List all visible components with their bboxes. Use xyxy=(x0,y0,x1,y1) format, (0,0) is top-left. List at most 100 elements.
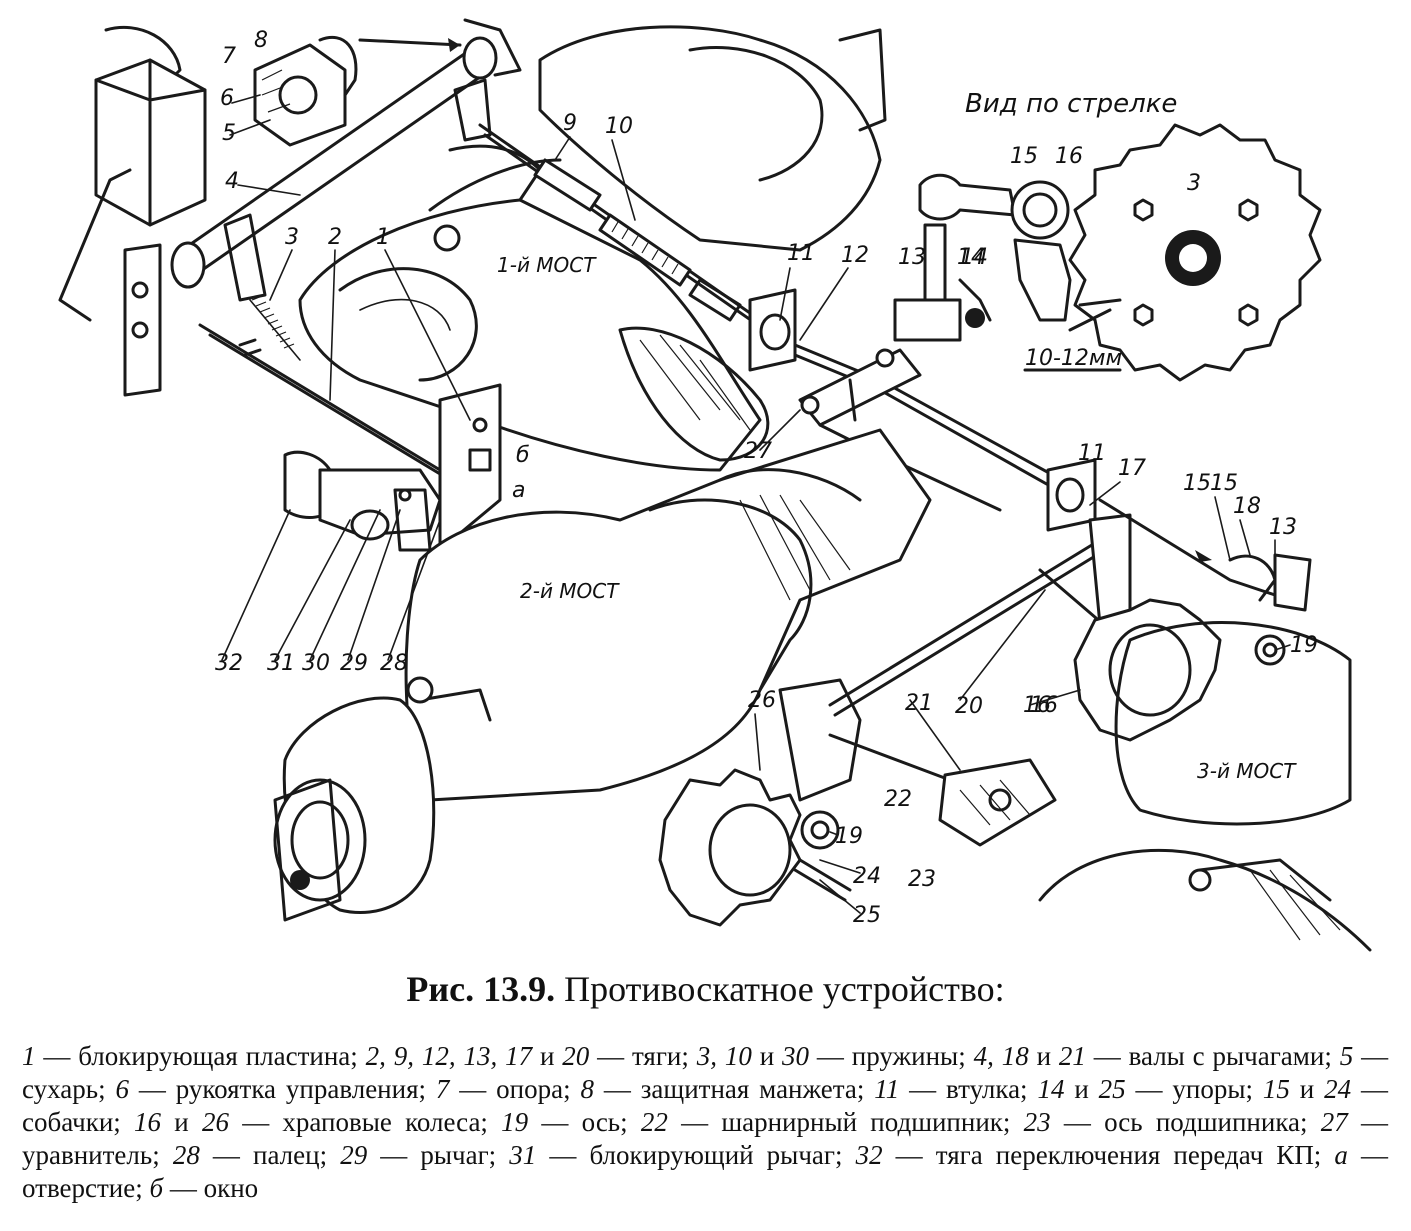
callout: 14 xyxy=(957,245,985,270)
legend-text: — храповые колеса; xyxy=(228,1107,502,1137)
callout: 19 xyxy=(835,824,863,849)
legend-text: — окно xyxy=(163,1173,259,1203)
figure-title: Противоскатное устройство: xyxy=(564,969,1005,1009)
figure-number: Рис. 13.9. xyxy=(406,969,556,1009)
callout: 30 xyxy=(302,651,330,676)
first-axle-housing xyxy=(298,25,887,472)
legend-text: и xyxy=(1289,1074,1325,1104)
callout: а xyxy=(512,478,525,503)
callout: 11 xyxy=(787,241,815,266)
third-axle-label: 3-й МОСТ xyxy=(1197,759,1297,783)
callout: 3 xyxy=(1187,171,1201,196)
second-axle-label: 2-й МОСТ xyxy=(520,579,620,603)
legend-num: 31 xyxy=(509,1140,537,1170)
legend-text: и xyxy=(1028,1041,1059,1071)
callout: 31 xyxy=(267,651,295,676)
callout: б xyxy=(516,443,530,468)
hinge-bearing-22-23 xyxy=(938,758,1057,847)
legend-text: — блокирующая пластина; xyxy=(35,1041,366,1071)
legend-num: б xyxy=(149,1173,164,1203)
rod-2-and-spring-3 xyxy=(198,295,452,482)
legend-text: — собачки; xyxy=(22,1074,1389,1137)
legend-text: — тяги; xyxy=(589,1041,697,1071)
legend-num: 29 xyxy=(340,1140,368,1170)
callout: 26 xyxy=(748,688,776,713)
callout: 2 xyxy=(328,225,342,250)
legend-num: 24 xyxy=(1324,1074,1352,1104)
legend-num: 19 xyxy=(501,1107,529,1137)
legend-text: и xyxy=(532,1041,563,1071)
callout: 15 xyxy=(1010,144,1038,169)
legend-text: — шарнирный подшипник; xyxy=(667,1107,1024,1137)
legend-text: — упоры; xyxy=(1125,1074,1263,1104)
legend-num: 30 xyxy=(782,1041,810,1071)
support-bearing-assembly xyxy=(253,35,358,147)
legend-num: 7 xyxy=(435,1074,450,1104)
legend-num: 32 xyxy=(855,1140,883,1170)
callout: 3 xyxy=(285,225,299,250)
legend-num: 22 xyxy=(640,1107,668,1137)
callout: 1 xyxy=(376,225,390,250)
legend-text: — рычаг; xyxy=(367,1140,510,1170)
callout: 13 xyxy=(1269,515,1297,540)
legend-text: и xyxy=(751,1041,783,1071)
legend-num: 27 xyxy=(1320,1107,1348,1137)
inset-ratchet-view xyxy=(893,123,1322,382)
legend-num: 15 xyxy=(1262,1074,1290,1104)
callout: 12 xyxy=(841,243,869,268)
legend-num: 11 xyxy=(874,1074,900,1104)
gap-dimension-label: 10-12мм xyxy=(1025,346,1122,371)
legend-num: 8 xyxy=(580,1074,594,1104)
callout: 32 xyxy=(215,651,243,676)
legend-num: 4, 18 xyxy=(973,1041,1029,1071)
callout: 9 xyxy=(563,111,577,136)
legend-text: и xyxy=(161,1107,202,1137)
callout: 18 xyxy=(1233,494,1261,519)
callout: 19 xyxy=(1290,633,1318,658)
legend-num: а xyxy=(1334,1140,1348,1170)
callout: 7 xyxy=(222,44,236,69)
callout: 24 xyxy=(853,864,881,889)
rod-9-spring-10 xyxy=(478,123,767,332)
control-handle-assembly xyxy=(58,25,207,397)
ratchet-26-dog-24-stop-25 xyxy=(658,678,862,927)
legend-num: 23 xyxy=(1023,1107,1051,1137)
legend-num: 21 xyxy=(1058,1041,1086,1071)
legend-text: — блокирующий рычаг; xyxy=(536,1140,856,1170)
legend-text: — рукоятка управления; xyxy=(128,1074,436,1104)
legend-text: — втулка; xyxy=(899,1074,1038,1104)
callout: 10 xyxy=(605,114,633,139)
legend-num: 16 xyxy=(134,1107,162,1137)
callout: 16 xyxy=(1023,693,1051,718)
callout: 13 xyxy=(898,245,926,270)
shaft-4 xyxy=(170,18,522,302)
legend-num: 28 xyxy=(172,1140,200,1170)
blocking-lever-group xyxy=(283,383,502,552)
callout: 20 xyxy=(955,694,983,719)
legend-text: — ось; xyxy=(528,1107,641,1137)
legend-num: 1 xyxy=(22,1041,36,1071)
callout: 23 xyxy=(908,867,936,892)
callout: 4 xyxy=(225,169,239,194)
legend-num: 26 xyxy=(201,1107,229,1137)
second-axle-housing xyxy=(273,428,932,922)
callout: 16 xyxy=(1055,144,1083,169)
view-by-arrow-label: Вид по стрелке xyxy=(965,89,1177,119)
legend-num: 14 xyxy=(1037,1074,1065,1104)
callout: 8 xyxy=(254,28,268,53)
callout-leader-lines xyxy=(221,94,1291,914)
legend-num: 25 xyxy=(1098,1074,1126,1104)
figure-legend: 1 — блокирующая пластина; 2, 9, 12, 13, … xyxy=(22,1040,1388,1205)
callout: 17 xyxy=(1118,456,1146,481)
figure-caption-title: Рис. 13.9. Противоскатное устройство: xyxy=(0,968,1411,1010)
anti-rollback-device-drawing: Вид по стрелке 1-й МОСТ 2-й МОСТ 3-й МОС… xyxy=(58,18,1372,952)
shaft-21-rod-20 xyxy=(828,538,1112,782)
legend-text: — пружины; xyxy=(809,1041,974,1071)
legend-text: — ось подшипника; xyxy=(1050,1107,1321,1137)
callout: 25 xyxy=(853,903,881,928)
callout: 5 xyxy=(222,121,236,146)
legend-text: — защитная манжета; xyxy=(593,1074,875,1104)
callout: 15 xyxy=(1183,471,1211,496)
callout: 15 xyxy=(1210,471,1238,496)
third-axle-housing xyxy=(1038,598,1372,952)
